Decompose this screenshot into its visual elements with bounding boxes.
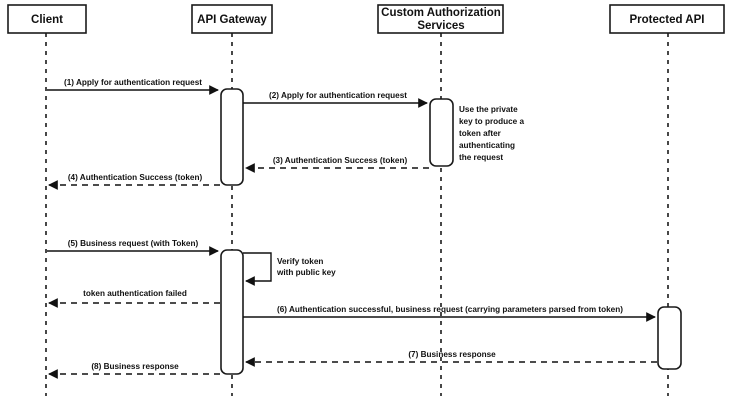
- participant-client[interactable]: Client: [7, 4, 87, 34]
- message-self-verify-token-label-line2: with public key: [276, 268, 336, 277]
- participant-label-custom-authorization-services-line2: Services: [417, 20, 464, 32]
- message-4-label: (4) Authentication Success (token): [68, 173, 203, 182]
- participant-box-gateway[interactable]: [191, 4, 273, 34]
- message-token-authentication-failed-label: token authentication failed: [83, 289, 187, 298]
- message-8-label: (8) Business response: [91, 362, 179, 371]
- message-7-label: (7) Business response: [408, 350, 496, 359]
- message-8[interactable]: (8) Business response: [48, 362, 220, 379]
- message-self-verify-token-label-line1: Verify token: [277, 257, 323, 266]
- participant-box-protected-api[interactable]: [609, 4, 725, 34]
- activation-bar-gateway-business: [220, 249, 244, 375]
- message-5[interactable]: (5) Business request (with Token): [47, 239, 219, 256]
- message-4[interactable]: (4) Authentication Success (token): [48, 173, 220, 190]
- activation-bar-protected-api: [657, 306, 682, 370]
- lifelines: [45, 33, 669, 396]
- note-private-key-line-1: Use the private: [459, 105, 518, 114]
- message-1-label: (1) Apply for authentication request: [64, 78, 202, 87]
- activation-bar-authsvc: [429, 98, 454, 167]
- message-2-label: (2) Apply for authentication request: [269, 91, 407, 100]
- message-5-label: (5) Business request (with Token): [68, 239, 199, 248]
- note-private-key-line-3: token after: [459, 129, 502, 138]
- message-self-verify-token-arrow[interactable]: [243, 252, 272, 286]
- participant-protected-api[interactable]: Protected API: [609, 4, 725, 34]
- activation-bar-gateway-auth: [220, 88, 244, 186]
- participant-gateway[interactable]: API Gateway: [191, 4, 273, 34]
- participant-custom-authorization-services[interactable]: Custom Authorization Services: [377, 4, 504, 34]
- participant-label-client: Client: [31, 14, 63, 26]
- message-7[interactable]: (7) Business response: [245, 350, 657, 367]
- message-6[interactable]: (6) Authentication successful, business …: [243, 305, 656, 322]
- note-private-key: Use the private key to produce a token a…: [459, 105, 525, 162]
- participant-label-custom-authorization-services-line1: Custom Authorization: [381, 7, 501, 19]
- message-3[interactable]: (3) Authentication Success (token): [245, 156, 429, 173]
- note-private-key-line-2: key to produce a: [459, 117, 525, 126]
- message-self-verify-token[interactable]: Verify token with public key: [243, 252, 336, 286]
- message-6-label: (6) Authentication successful, business …: [277, 305, 623, 314]
- message-3-label: (3) Authentication Success (token): [273, 156, 408, 165]
- note-private-key-line-4: authenticating: [459, 141, 515, 150]
- note-private-key-line-5: the request: [459, 153, 503, 162]
- participant-box-client[interactable]: [7, 4, 87, 34]
- message-token-authentication-failed[interactable]: token authentication failed: [48, 289, 220, 308]
- message-1[interactable]: (1) Apply for authentication request: [47, 78, 219, 95]
- participant-label-gateway: API Gateway: [197, 14, 267, 26]
- participant-label-protected-api: Protected API: [630, 14, 705, 26]
- participant-box-custom-authorization-services[interactable]: [377, 4, 504, 34]
- message-2[interactable]: (2) Apply for authentication request: [243, 91, 428, 108]
- activation-bars: [220, 88, 682, 375]
